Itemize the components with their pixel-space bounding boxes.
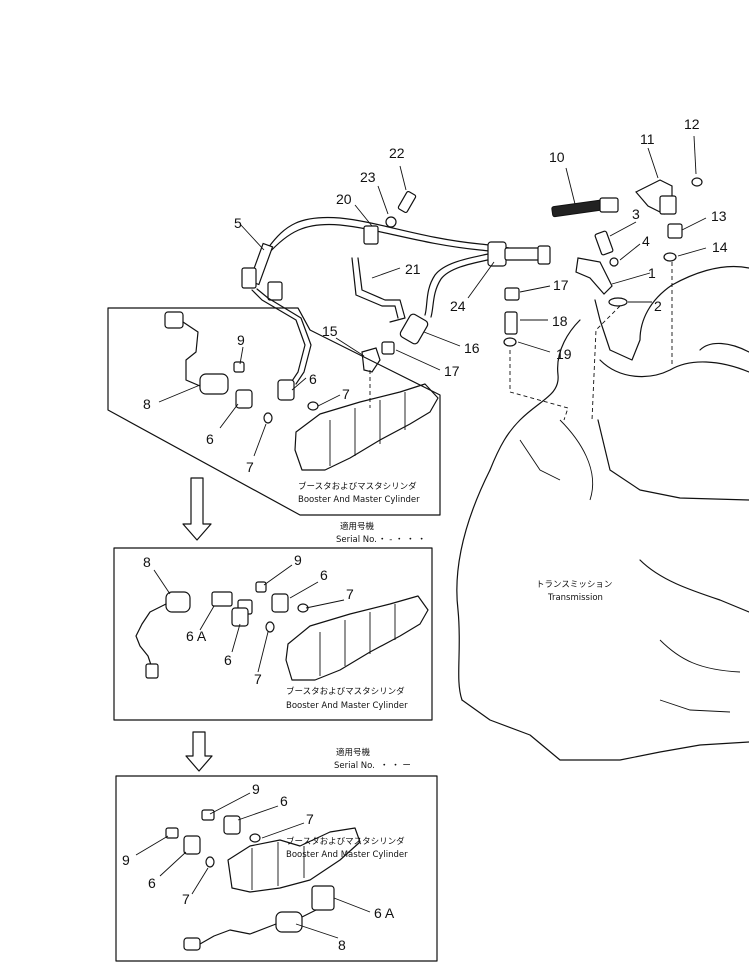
callout-6a-a: 6 A (186, 628, 207, 644)
callout-9-d: 9 (122, 852, 130, 868)
leader-lines (135, 135, 707, 939)
callout-numbers: 12 11 10 22 23 20 5 3 13 4 14 21 1 17 24… (122, 116, 728, 953)
callout-13: 13 (711, 208, 727, 224)
callout-9-a: 9 (237, 332, 245, 348)
serial-range-2: ・ ・ ー (380, 761, 411, 771)
callout-7-f: 7 (182, 891, 190, 907)
callout-24: 24 (450, 298, 466, 314)
callout-8-c: 8 (338, 937, 346, 953)
booster-caption-jp-1: ブースタおよびマスタシリンダ (298, 481, 417, 492)
down-arrow-2 (185, 731, 213, 772)
down-arrow-1 (182, 477, 212, 541)
callout-6-b: 6 (206, 431, 214, 447)
callout-22: 22 (389, 145, 405, 161)
callout-15: 15 (322, 323, 338, 339)
booster-caption-jp-3: ブースタおよびマスタシリンダ (286, 836, 405, 847)
callout-6-f: 6 (148, 875, 156, 891)
transmission-caption-jp: トランスミッション (536, 580, 612, 590)
callout-17-lower: 17 (444, 363, 460, 379)
callout-11: 11 (640, 131, 655, 147)
main-assembly (241, 177, 703, 421)
callout-7-a: 7 (342, 386, 350, 402)
serial-caption-en-1: Serial No. (336, 535, 377, 545)
callout-6-c: 6 (320, 567, 328, 583)
callout-9-c: 9 (252, 781, 260, 797)
callout-7-e: 7 (306, 811, 314, 827)
callout-19: 19 (556, 346, 572, 362)
inset-panel-1 (107, 307, 441, 516)
callout-2: 2 (654, 298, 662, 314)
booster-caption-jp-2: ブースタおよびマスタシリンダ (286, 686, 405, 697)
callout-4: 4 (642, 233, 650, 249)
booster-caption-en-2: Booster And Master Cylinder (286, 701, 408, 711)
serial-caption-en-2: Serial No. (334, 761, 375, 771)
inset-panel-3 (115, 775, 438, 962)
transmission-outline (456, 265, 749, 761)
callout-8-b: 8 (143, 554, 151, 570)
callout-9-b: 9 (294, 552, 302, 568)
callout-7-d: 7 (254, 671, 262, 687)
callout-14: 14 (712, 239, 728, 255)
callout-16: 16 (464, 340, 480, 356)
booster-caption-en-1: Booster And Master Cylinder (298, 495, 420, 505)
callout-8-a: 8 (143, 396, 151, 412)
serial-range-1: ・ - ・ ・ ・ (378, 535, 426, 545)
callout-1: 1 (648, 265, 656, 281)
callout-10: 10 (549, 149, 565, 165)
callout-6a-b: 6 A (374, 905, 395, 921)
callout-6-e: 6 (280, 793, 288, 809)
captions: ブースタおよびマスタシリンダ Booster And Master Cylind… (286, 481, 612, 860)
callout-6-d: 6 (224, 652, 232, 668)
callout-23: 23 (360, 169, 376, 185)
booster-caption-en-3: Booster And Master Cylinder (286, 850, 408, 860)
callout-5: 5 (234, 215, 242, 231)
inset-panel-2 (113, 547, 433, 721)
serial-caption-jp-2: 適用号機 (336, 747, 371, 758)
callout-20: 20 (336, 191, 352, 207)
callout-7-b: 7 (246, 459, 254, 475)
serial-caption-jp-1: 適用号機 (340, 521, 375, 532)
transmission-caption-en: Transmission (547, 593, 603, 603)
callout-18: 18 (552, 313, 568, 329)
callout-12: 12 (684, 116, 700, 132)
callout-21: 21 (405, 261, 421, 277)
callout-6-a: 6 (309, 371, 317, 387)
callout-7-c: 7 (346, 586, 354, 602)
callout-17-upper: 17 (553, 277, 569, 293)
callout-3: 3 (632, 206, 640, 222)
